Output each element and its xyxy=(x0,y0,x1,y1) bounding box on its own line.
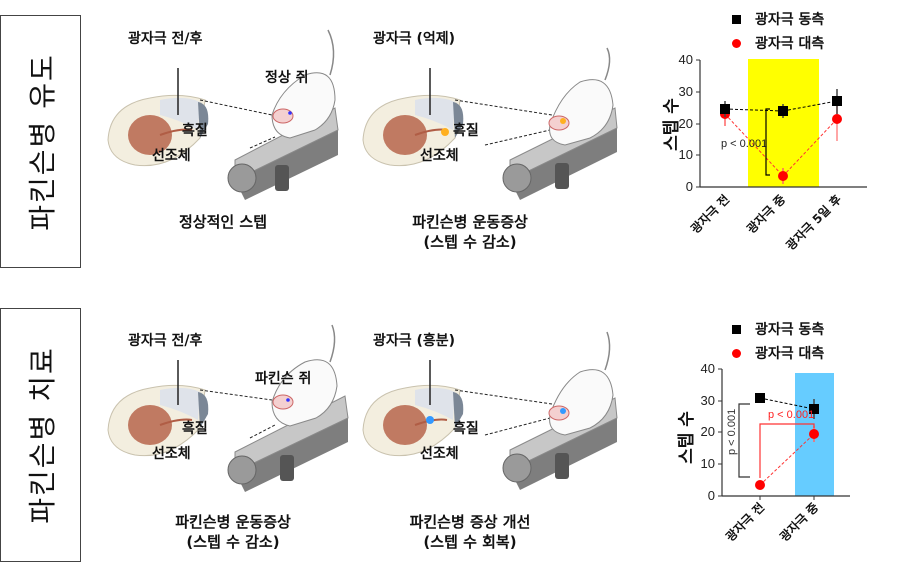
svg-text:30: 30 xyxy=(679,84,693,99)
mouse-label: 정상 쥐 xyxy=(265,70,309,86)
p-value-annotation-red: p < 0.001 xyxy=(768,409,814,421)
caption-normal-step: 정상적인 스텝 xyxy=(178,213,268,231)
brain-treadmill-illustration xyxy=(107,324,349,492)
brain-icon xyxy=(362,94,464,167)
probe-label: 광자극 전/후 xyxy=(128,31,203,47)
series-ipsilateral xyxy=(755,393,819,419)
striatum-label: 선조체 xyxy=(420,446,459,462)
probe-label: 광자극 (억제) xyxy=(373,31,456,47)
striatum-label: 선조체 xyxy=(152,148,191,164)
rat-icon xyxy=(271,324,338,427)
rat-icon xyxy=(271,29,336,139)
row-label-induction: 파킨슨병 유도 xyxy=(25,52,59,231)
illustration-pd-mouse: 광자극 전/후 파킨슨 쥐 흑질 선조체 xyxy=(100,320,350,500)
substantia-nigra-label: 흑질 xyxy=(453,421,479,437)
light-stimulus-icon xyxy=(441,128,449,136)
legend-ipsilateral: 광자극 동측 xyxy=(732,319,824,339)
rat-icon xyxy=(548,47,614,146)
brain-treadmill-illustration xyxy=(362,47,618,200)
p-value-annotation: p < 0.001 xyxy=(726,409,738,455)
stimulation-band xyxy=(748,59,819,187)
significance-bracket xyxy=(738,403,750,478)
legend-contralateral: 광자극 대측 xyxy=(732,33,824,53)
row-label-box-treatment: 파킨슨병 치료 xyxy=(0,308,81,562)
chart-plot: 40 30 20 10 0 p < 0.001 p < 0.001 광자극 전 … xyxy=(701,361,850,545)
svg-text:광자극 전: 광자극 전 xyxy=(722,500,767,545)
brain-icon xyxy=(362,384,464,457)
svg-text:광자극 중: 광자극 중 xyxy=(743,192,788,237)
light-stimulus-icon xyxy=(426,416,434,424)
svg-text:광자극 전: 광자극 전 xyxy=(687,192,732,237)
caption-symptom-improvement: 파킨슨병 증상 개선 (스텝 수 회복) xyxy=(409,513,531,551)
mouse-label: 파킨슨 쥐 xyxy=(255,371,312,387)
brain-icon xyxy=(107,94,209,167)
striatum-label: 선조체 xyxy=(152,446,191,462)
svg-text:20: 20 xyxy=(679,116,693,131)
illustration-inhibition: 광자극 (억제) 흑질 선조체 xyxy=(355,20,620,200)
substantia-nigra-label: 흑질 xyxy=(182,123,208,139)
svg-text:30: 30 xyxy=(701,393,715,408)
svg-text:20: 20 xyxy=(701,424,715,439)
svg-text:40: 40 xyxy=(679,52,693,67)
substantia-nigra-label: 흑질 xyxy=(182,421,208,437)
circle-marker-icon xyxy=(732,39,741,48)
svg-text:10: 10 xyxy=(679,147,693,162)
illustration-excitation: 광자극 (흥분) 흑질 선조체 xyxy=(355,320,620,500)
probe-label: 광자극 (흥분) xyxy=(373,333,456,349)
square-marker-icon xyxy=(732,325,741,334)
row-label-treatment: 파킨슨병 치료 xyxy=(25,346,59,524)
rat-icon xyxy=(548,331,614,436)
probe-label: 광자극 전/후 xyxy=(128,333,203,349)
significance-bracket-red xyxy=(759,423,815,478)
chart-plot: 40 30 20 10 0 p < 0.001 광자극 전 xyxy=(679,52,867,253)
row-label-box-induction: 파킨슨병 유도 xyxy=(0,15,81,268)
legend-ipsilateral: 광자극 동측 xyxy=(732,9,824,29)
series-contralateral xyxy=(755,426,819,490)
svg-text:40: 40 xyxy=(701,361,715,376)
legend-contralateral: 광자극 대측 xyxy=(732,343,824,363)
svg-text:0: 0 xyxy=(686,179,693,194)
illustration-normal-mouse: 광자극 전/후 정상 쥐 흑질 선조체 xyxy=(100,20,340,200)
svg-text:광자극 5일 후: 광자극 5일 후 xyxy=(783,192,844,253)
circle-marker-icon xyxy=(732,349,741,358)
striatum-label: 선조체 xyxy=(420,148,459,164)
caption-pd-symptom: 파킨슨병 운동증상 (스텝 수 감소) xyxy=(412,213,528,251)
svg-text:10: 10 xyxy=(701,456,715,471)
significance-bracket xyxy=(765,108,770,176)
caption-pd-symptom-2: 파킨슨병 운동증상 (스텝 수 감소) xyxy=(175,513,291,551)
chart-induction: 광자극 동측 광자극 대측 스텝 수 40 30 20 10 0 xyxy=(640,0,900,290)
brain-icon xyxy=(107,384,209,457)
square-marker-icon xyxy=(732,15,741,24)
svg-text:0: 0 xyxy=(708,488,715,503)
series-ipsilateral xyxy=(720,89,842,118)
brain-treadmill-illustration xyxy=(362,331,618,490)
chart-treatment: 광자극 동측 광자극 대측 스텝 수 40 30 20 10 0 xyxy=(640,300,900,565)
substantia-nigra-label: 흑질 xyxy=(453,123,479,139)
p-value-annotation: p < 0.001 xyxy=(721,138,767,150)
svg-text:광자극 중: 광자극 중 xyxy=(776,500,821,545)
brain-treadmill-illustration xyxy=(107,29,339,200)
